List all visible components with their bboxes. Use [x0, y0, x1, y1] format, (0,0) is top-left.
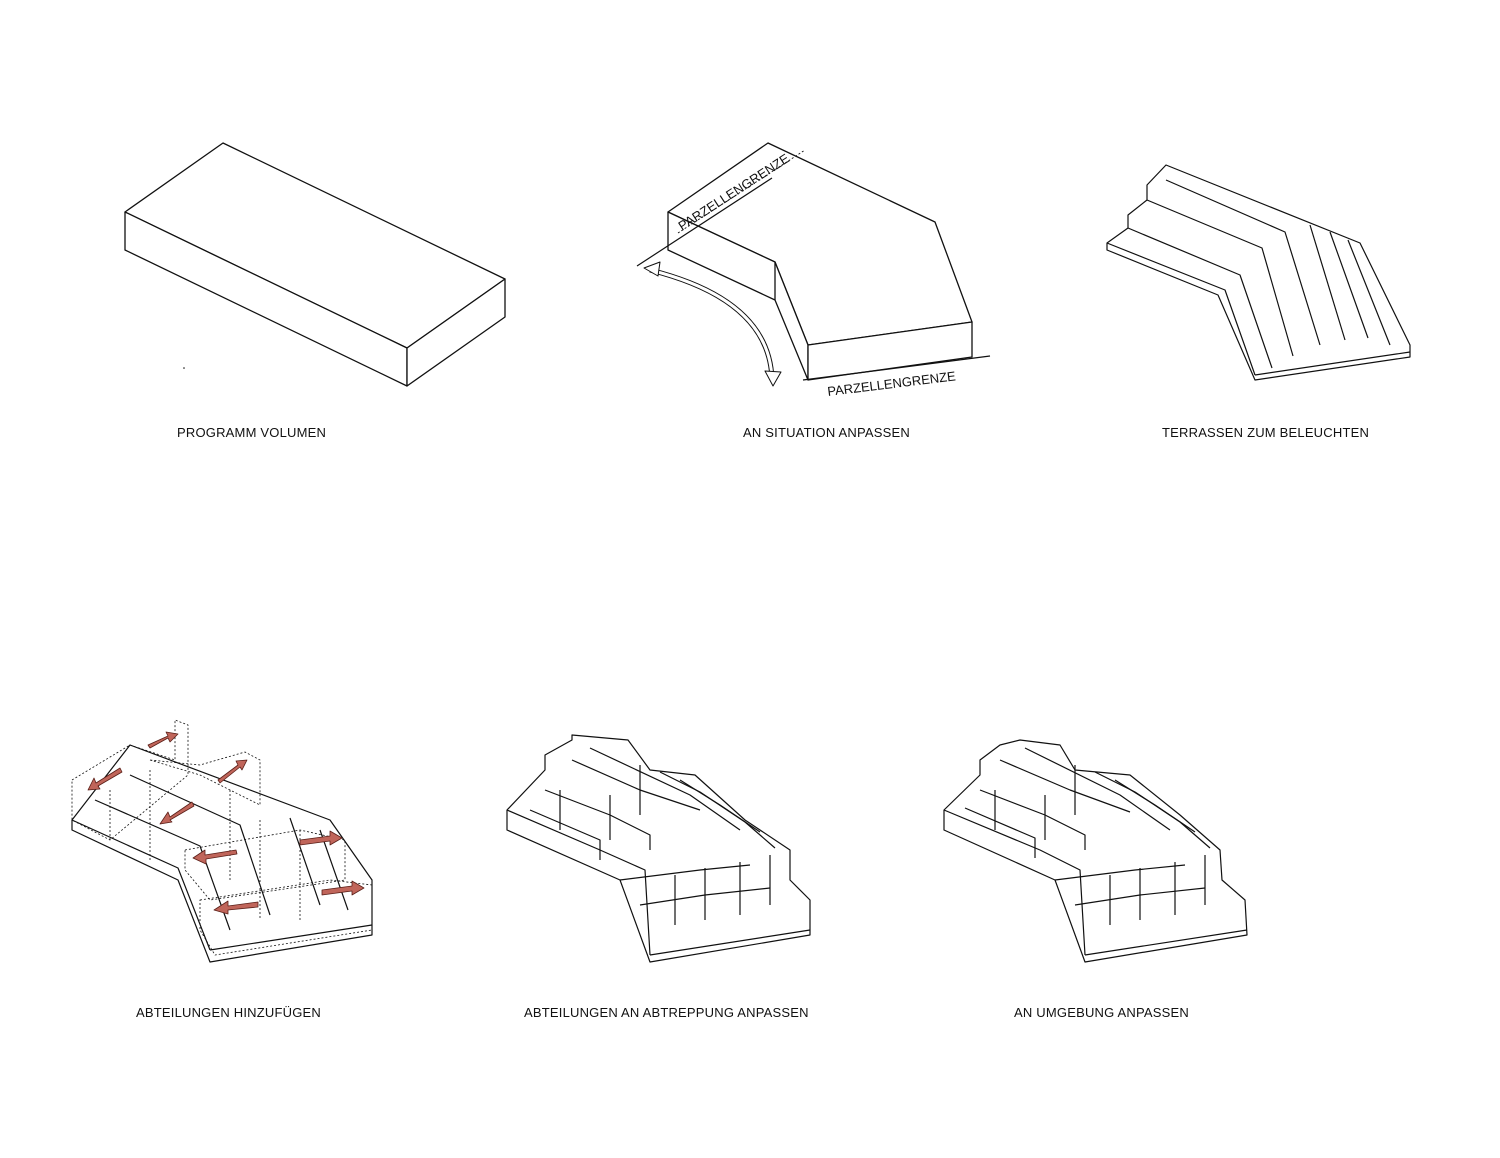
- blocks-front-edge: [506, 809, 651, 956]
- step-line-3: [289, 817, 321, 906]
- caption-terrassen-zum-beleuchten: TERRASSEN ZUM BELEUCHTEN: [1162, 425, 1370, 440]
- dashed-department-boxes: [71, 719, 373, 956]
- boundary-line-bottom: [802, 355, 991, 381]
- panel-abteilungen-hinzufuegen: [71, 719, 373, 963]
- panel-terrassen-zum-beleuchten: [1106, 164, 1411, 381]
- arrow-3: [217, 759, 248, 784]
- terrace-front-edge: [1106, 242, 1256, 376]
- base-bottom-edge: [209, 924, 373, 951]
- terrace-base-line: [1254, 351, 1411, 376]
- env-bottom-edge: [1084, 929, 1248, 956]
- panel-an-umgebung-anpassen: [943, 739, 1248, 963]
- panel-an-situation-anpassen: PARZELLENGRENZE PARZELLENGRENZE: [636, 142, 991, 399]
- caption-programm-volumen: PROGRAMM VOLUMEN: [177, 425, 327, 440]
- arrow-2: [87, 767, 123, 791]
- environment-outline: [943, 739, 1248, 963]
- blocks-outline: [506, 734, 811, 963]
- angled-volume-right: [807, 321, 973, 381]
- caption-an-situation-anpassen: AN SITUATION ANPASSEN: [743, 425, 910, 440]
- curved-arrow-fill: [649, 268, 774, 381]
- boundary-dashed-top: [677, 149, 806, 234]
- movement-arrows: [87, 731, 365, 915]
- arrow-head-bottom: [764, 370, 782, 387]
- terrace-line-1: [1127, 227, 1273, 369]
- blocks-bottom-edge: [649, 929, 811, 956]
- terrace-line-3: [1165, 179, 1321, 346]
- arrow-8: [213, 900, 259, 915]
- arrow-5: [192, 849, 238, 865]
- terraces-outline: [1106, 164, 1411, 381]
- step-line-4: [319, 829, 349, 911]
- env-front-edge: [943, 809, 1086, 956]
- env-block-lines: [964, 747, 1211, 925]
- block-grid-lines: [529, 747, 776, 925]
- caption-abteilungen-an-abtreppung-anpassen: ABTEILUNGEN AN ABTREPPUNG ANPASSEN: [524, 1005, 809, 1020]
- base-front-edge: [71, 819, 211, 951]
- step-line-1: [94, 799, 231, 931]
- arrow-4: [159, 801, 195, 825]
- caption-an-umgebung-anpassen: AN UMGEBUNG ANPASSEN: [1014, 1005, 1189, 1020]
- panel-programm-volumen: [124, 142, 506, 387]
- box-side-face: [406, 278, 506, 387]
- terrace-line-4: [1309, 224, 1346, 341]
- boundary-line-top: [636, 177, 773, 267]
- panel-abteilungen-an-abtreppung-anpassen: [506, 734, 811, 963]
- arrow-head-top: [643, 261, 661, 277]
- arrow-7: [321, 880, 365, 896]
- terrace-line-5: [1329, 231, 1369, 339]
- arrow-6: [299, 830, 343, 846]
- terrace-line-6: [1347, 239, 1391, 346]
- arrow-1: [147, 731, 179, 749]
- caption-abteilungen-hinzufuegen: ABTEILUNGEN HINZUFÜGEN: [136, 1005, 321, 1020]
- dot-mark: [183, 367, 185, 369]
- terrace-line-2: [1146, 199, 1294, 357]
